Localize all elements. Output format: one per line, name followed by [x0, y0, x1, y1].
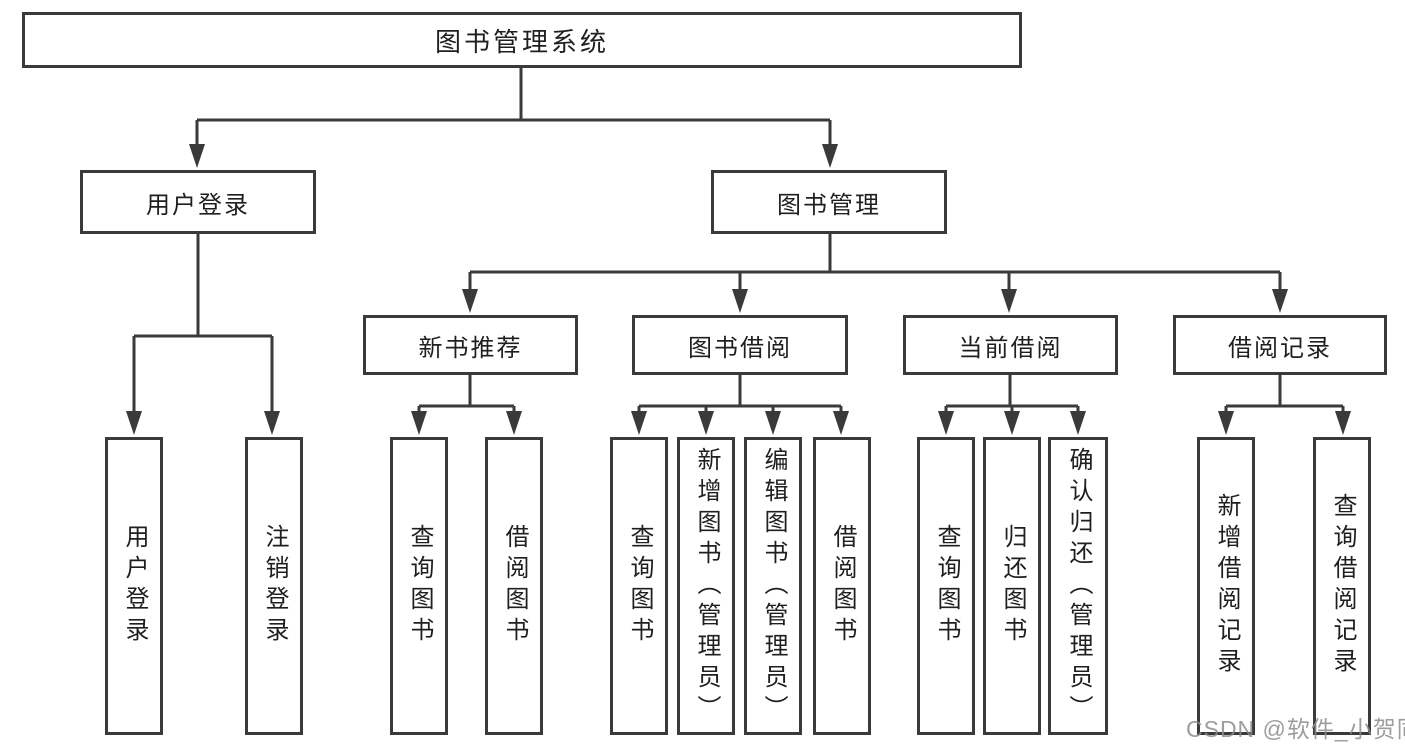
node-new-book-recommend: 新书推荐 — [363, 315, 578, 375]
leaf-query-books-recommend: 查询图书 — [390, 437, 448, 735]
leaf-borrow-books-borrow: 借阅图书 — [813, 437, 871, 735]
leaf-query-books-borrow: 查询图书 — [610, 437, 668, 735]
node-borrow-records: 借阅记录 — [1173, 315, 1387, 375]
node-book-management: 图书管理 — [711, 170, 947, 234]
leaf-query-borrow-record: 查询借阅记录 — [1313, 437, 1371, 735]
leaf-logout: 注销登录 — [245, 437, 303, 735]
node-root: 图书管理系统 — [22, 12, 1022, 68]
node-current-borrow: 当前借阅 — [903, 315, 1118, 375]
leaf-edit-book-admin: 编辑图书（管理员） — [744, 437, 802, 735]
leaf-return-book: 归还图书 — [983, 437, 1041, 735]
leaf-confirm-return-admin: 确认归还（管理员） — [1048, 437, 1108, 735]
leaf-borrow-books-recommend: 借阅图书 — [485, 437, 543, 735]
arrowheads — [126, 144, 1351, 435]
node-book-borrow: 图书借阅 — [632, 315, 848, 375]
node-user-login: 用户登录 — [80, 170, 316, 234]
leaf-add-book-admin: 新增图书（管理员） — [677, 437, 735, 735]
leaf-query-books-current: 查询图书 — [917, 437, 975, 735]
leaf-add-borrow-record: 新增借阅记录 — [1197, 437, 1255, 735]
watermark-text: CSDN @软件_小贺同学 — [1186, 716, 1405, 742]
leaf-user-login: 用户登录 — [105, 437, 163, 735]
